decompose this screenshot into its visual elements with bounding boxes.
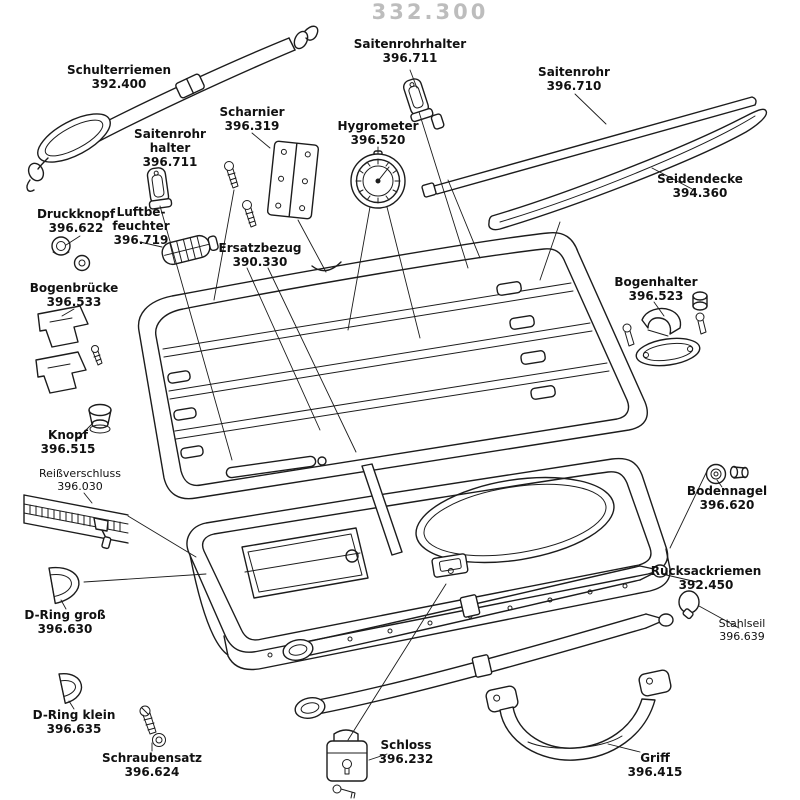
label-griff: Griff 396.415 <box>615 751 695 780</box>
part-name: Griff <box>640 751 670 765</box>
label-stahlseil: Stahlseil 396.639 <box>702 617 782 643</box>
snap-button-drawing <box>51 236 91 272</box>
part-number: 396.710 <box>546 78 602 93</box>
part-number: 396.533 <box>46 294 102 309</box>
part-name: Saitenrohr <box>538 65 610 79</box>
bow-bridge-drawing <box>35 305 103 394</box>
part-name: D-Ring klein <box>32 708 116 722</box>
part-name: Rucksackriemen <box>650 564 762 578</box>
label-scharnier: Scharnier 396.319 <box>202 105 302 134</box>
part-number: 396.635 <box>46 721 102 736</box>
part-name: Schloss <box>380 738 432 752</box>
part-name: Schraubensatz <box>101 751 203 765</box>
part-number: 396.639 <box>719 629 765 643</box>
part-name: Knopf <box>48 428 88 442</box>
part-number: 396.520 <box>350 132 406 147</box>
label-rucksackriemen: Rucksackriemen 392.450 <box>641 564 771 593</box>
part-name: Bodennagel <box>686 484 768 498</box>
part-name: Scharnier <box>219 105 285 119</box>
part-name: Ersatzbezug <box>218 241 302 255</box>
label-dring-klein: D-Ring klein 396.635 <box>24 708 124 737</box>
part-number: 392.400 <box>91 76 147 91</box>
part-name: Bogenhalter <box>614 275 698 289</box>
label-knopf: Knopf 396.515 <box>28 428 108 457</box>
label-seidendecke: Seidendecke 394.360 <box>640 172 760 201</box>
label-ersatzbezug: Ersatzbezug 390.330 <box>210 241 310 270</box>
rucksack-strap-drawing <box>282 564 674 719</box>
lock-drawing <box>326 729 368 799</box>
zipper-drawing <box>23 494 129 550</box>
part-number: 396.719 <box>113 232 169 247</box>
part-number: 396.523 <box>628 288 684 303</box>
label-bogenbruecke: Bogenbrücke 396.533 <box>24 281 124 310</box>
part-number: 396.622 <box>48 220 104 235</box>
part-number: 390.330 <box>232 254 288 269</box>
part-number: 392.450 <box>678 577 734 592</box>
part-name: Bogenbrücke <box>29 281 119 295</box>
label-bogenhalter: Bogenhalter 396.523 <box>606 275 706 304</box>
label-dring-gross: D-Ring groß 396.630 <box>15 608 115 637</box>
label-druckknopf: Druckknopf 396.622 <box>26 207 126 236</box>
d-ring-small-drawing <box>58 673 83 705</box>
steel-cable-drawing <box>678 590 700 620</box>
part-number: 396.232 <box>378 751 434 766</box>
part-name: Saitenrohrhalter <box>353 37 467 51</box>
label-saitenrohr: Saitenrohr 396.710 <box>514 65 634 94</box>
part-number: 396.030 <box>57 479 103 493</box>
leader-lines <box>60 69 740 761</box>
part-number: 396.630 <box>37 621 93 636</box>
tube-holder-left-drawing <box>146 167 173 210</box>
part-name: Hygrometer <box>337 119 419 133</box>
part-number: 396.620 <box>699 497 755 512</box>
part-name: Saitenrohr halter <box>134 127 206 155</box>
label-schraubensatz: Schraubensatz 396.624 <box>92 751 212 780</box>
d-ring-large-drawing <box>48 566 80 605</box>
part-number: 396.711 <box>142 154 198 169</box>
label-schulterriemen: Schulterriemen 392.400 <box>49 63 189 92</box>
string-tube-drawing <box>421 96 757 198</box>
part-number: 396.624 <box>124 764 180 779</box>
part-number: 396.711 <box>382 50 438 65</box>
part-name: Luftbe- feuchter <box>112 205 170 233</box>
handle-drawing <box>485 669 672 761</box>
hinge-drawing <box>224 140 320 228</box>
label-schloss: Schloss 396.232 <box>366 738 446 767</box>
part-name: Seidendecke <box>657 172 743 186</box>
label-bodennagel: Bodennagel 396.620 <box>677 484 777 513</box>
part-number: 394.360 <box>672 185 728 200</box>
hygrometer-drawing <box>350 150 406 209</box>
tube-holder-top-drawing <box>402 78 445 130</box>
part-name: Reißverschluss <box>39 467 121 480</box>
label-saitenrohrhalter-links: Saitenrohr halter 396.711 <box>130 127 210 169</box>
case-lid-drawing <box>137 231 648 500</box>
part-name: Schulterriemen <box>66 63 172 77</box>
screw-set-drawing <box>139 705 166 747</box>
page-title: 332.300 <box>371 0 489 24</box>
bow-holder-drawing <box>622 291 708 367</box>
silk-cover-drawing <box>488 108 768 231</box>
part-number: 396.415 <box>627 764 683 779</box>
part-number: 396.515 <box>40 441 96 456</box>
part-name: Stahlseil <box>718 617 766 630</box>
part-name: D-Ring groß <box>24 608 106 622</box>
bottom-nail-drawing <box>705 463 749 485</box>
case-bottom-drawing <box>186 457 671 671</box>
label-hygrometer: Hygrometer 396.520 <box>328 119 428 148</box>
label-reissverschluss: Reißverschluss 396.030 <box>30 467 130 493</box>
shoulder-strap-drawing <box>26 25 319 192</box>
part-name: Druckknopf <box>36 207 116 221</box>
label-luftbefeuchter: Luftbe- feuchter 396.719 <box>111 205 171 247</box>
part-number: 396.319 <box>224 118 280 133</box>
label-saitenrohrhalter-oben: Saitenrohrhalter 396.711 <box>330 37 490 66</box>
